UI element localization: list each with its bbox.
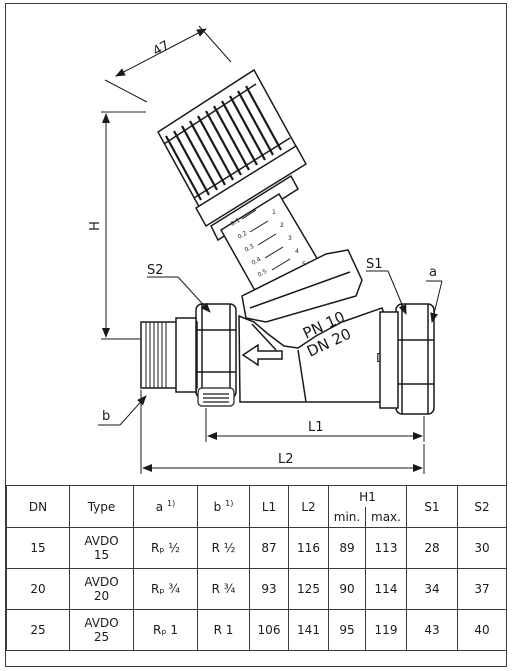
datasheet: 47 H xyxy=(5,3,508,667)
header-s2: S2 xyxy=(457,485,508,528)
svg-text:0.5: 0.5 xyxy=(257,268,269,279)
a-leader xyxy=(426,280,443,323)
cell-a: Rₚ 1 xyxy=(133,609,198,651)
dim-l2-text: L2 xyxy=(278,452,294,467)
dim-47-text: 47 xyxy=(151,38,173,59)
header-l2: L2 xyxy=(288,485,329,528)
cell-s2: 30 xyxy=(457,527,508,569)
svg-text:3: 3 xyxy=(288,235,292,242)
svg-text:0.3: 0.3 xyxy=(244,243,256,254)
cell-h1-max: 119 xyxy=(364,609,408,651)
handwheel-ribs xyxy=(165,85,282,201)
header-dn: DN xyxy=(6,485,70,528)
table-header-row: DN Type a 1) b 1) L1 L2 H1 S1 S2 xyxy=(6,485,508,528)
valve-drawing-svg: 47 H xyxy=(88,25,443,474)
cell-h1-min: 90 xyxy=(328,568,366,610)
cell-h1-min: 95 xyxy=(328,609,366,651)
dim-h-line xyxy=(101,111,146,340)
right-nut-s1 xyxy=(379,303,435,415)
cell-dn: 20 xyxy=(6,568,70,610)
dim-l2-line xyxy=(140,390,425,474)
scale-ticks xyxy=(241,209,291,271)
header-a: a 1) xyxy=(133,485,198,528)
cell-l2: 116 xyxy=(288,527,329,569)
b-leader xyxy=(98,395,147,426)
cell-a: Rₚ ½ xyxy=(133,527,198,569)
cell-b: R ¾ xyxy=(197,568,250,610)
cell-dn: 25 xyxy=(6,609,70,651)
flow-arrow-icon xyxy=(241,343,283,367)
left-thread xyxy=(145,322,167,388)
dim-l1-line xyxy=(205,408,425,442)
cell-h1-max: 114 xyxy=(364,568,408,610)
dim-l1-text: L1 xyxy=(308,420,324,435)
test-plug xyxy=(197,387,235,407)
cell-l1: 87 xyxy=(249,527,289,569)
s1-leader xyxy=(366,270,407,315)
header-h1-max: max. xyxy=(364,507,408,528)
svg-text:1: 1 xyxy=(272,209,276,216)
cell-b: R ½ xyxy=(197,527,250,569)
left-nut-s2 xyxy=(195,303,237,399)
label-s2: S2 xyxy=(147,263,164,278)
svg-text:4: 4 xyxy=(295,248,299,255)
cell-l2: 141 xyxy=(288,609,329,651)
cell-l1: 106 xyxy=(249,609,289,651)
dim-h-text: H xyxy=(88,221,103,231)
s2-leader xyxy=(147,276,211,313)
header-b: b 1) xyxy=(197,485,250,528)
label-b: b xyxy=(102,409,110,424)
cell-h1-min: 89 xyxy=(328,527,366,569)
cell-s2: 40 xyxy=(457,609,508,651)
header-h1: H1 xyxy=(327,485,408,507)
dim-47-line xyxy=(104,25,232,103)
cell-l1: 93 xyxy=(249,568,289,610)
cell-h1-max: 113 xyxy=(364,527,408,569)
cell-s1: 43 xyxy=(406,609,459,651)
table-subheader-row: min. max. xyxy=(7,507,507,528)
dimensions-table: DN Type a 1) b 1) L1 L2 H1 S1 S2 min. ma… xyxy=(6,485,508,651)
cell-dn: 15 xyxy=(6,527,70,569)
header-type: Type xyxy=(69,485,134,528)
svg-text:2: 2 xyxy=(280,222,284,229)
cell-b: R 1 xyxy=(197,609,250,651)
label-a: a xyxy=(429,265,437,280)
cell-s1: 34 xyxy=(406,568,459,610)
left-tailpiece xyxy=(140,317,198,393)
header-h1-min: min. xyxy=(328,507,366,528)
svg-text:0.1: 0.1 xyxy=(230,217,242,228)
header-s1: S1 xyxy=(406,485,459,528)
valve-body xyxy=(238,307,387,403)
technical-drawing: 47 H xyxy=(6,4,506,486)
svg-text:0.4: 0.4 xyxy=(251,256,263,267)
bonnet xyxy=(241,249,363,323)
cell-s1: 28 xyxy=(406,527,459,569)
header-l1: L1 xyxy=(249,485,289,528)
svg-text:0.2: 0.2 xyxy=(237,230,249,241)
cell-l2: 125 xyxy=(288,568,329,610)
cell-a: Rₚ ¾ xyxy=(133,568,198,610)
cell-s2: 37 xyxy=(457,568,508,610)
label-s1: S1 xyxy=(366,257,383,272)
